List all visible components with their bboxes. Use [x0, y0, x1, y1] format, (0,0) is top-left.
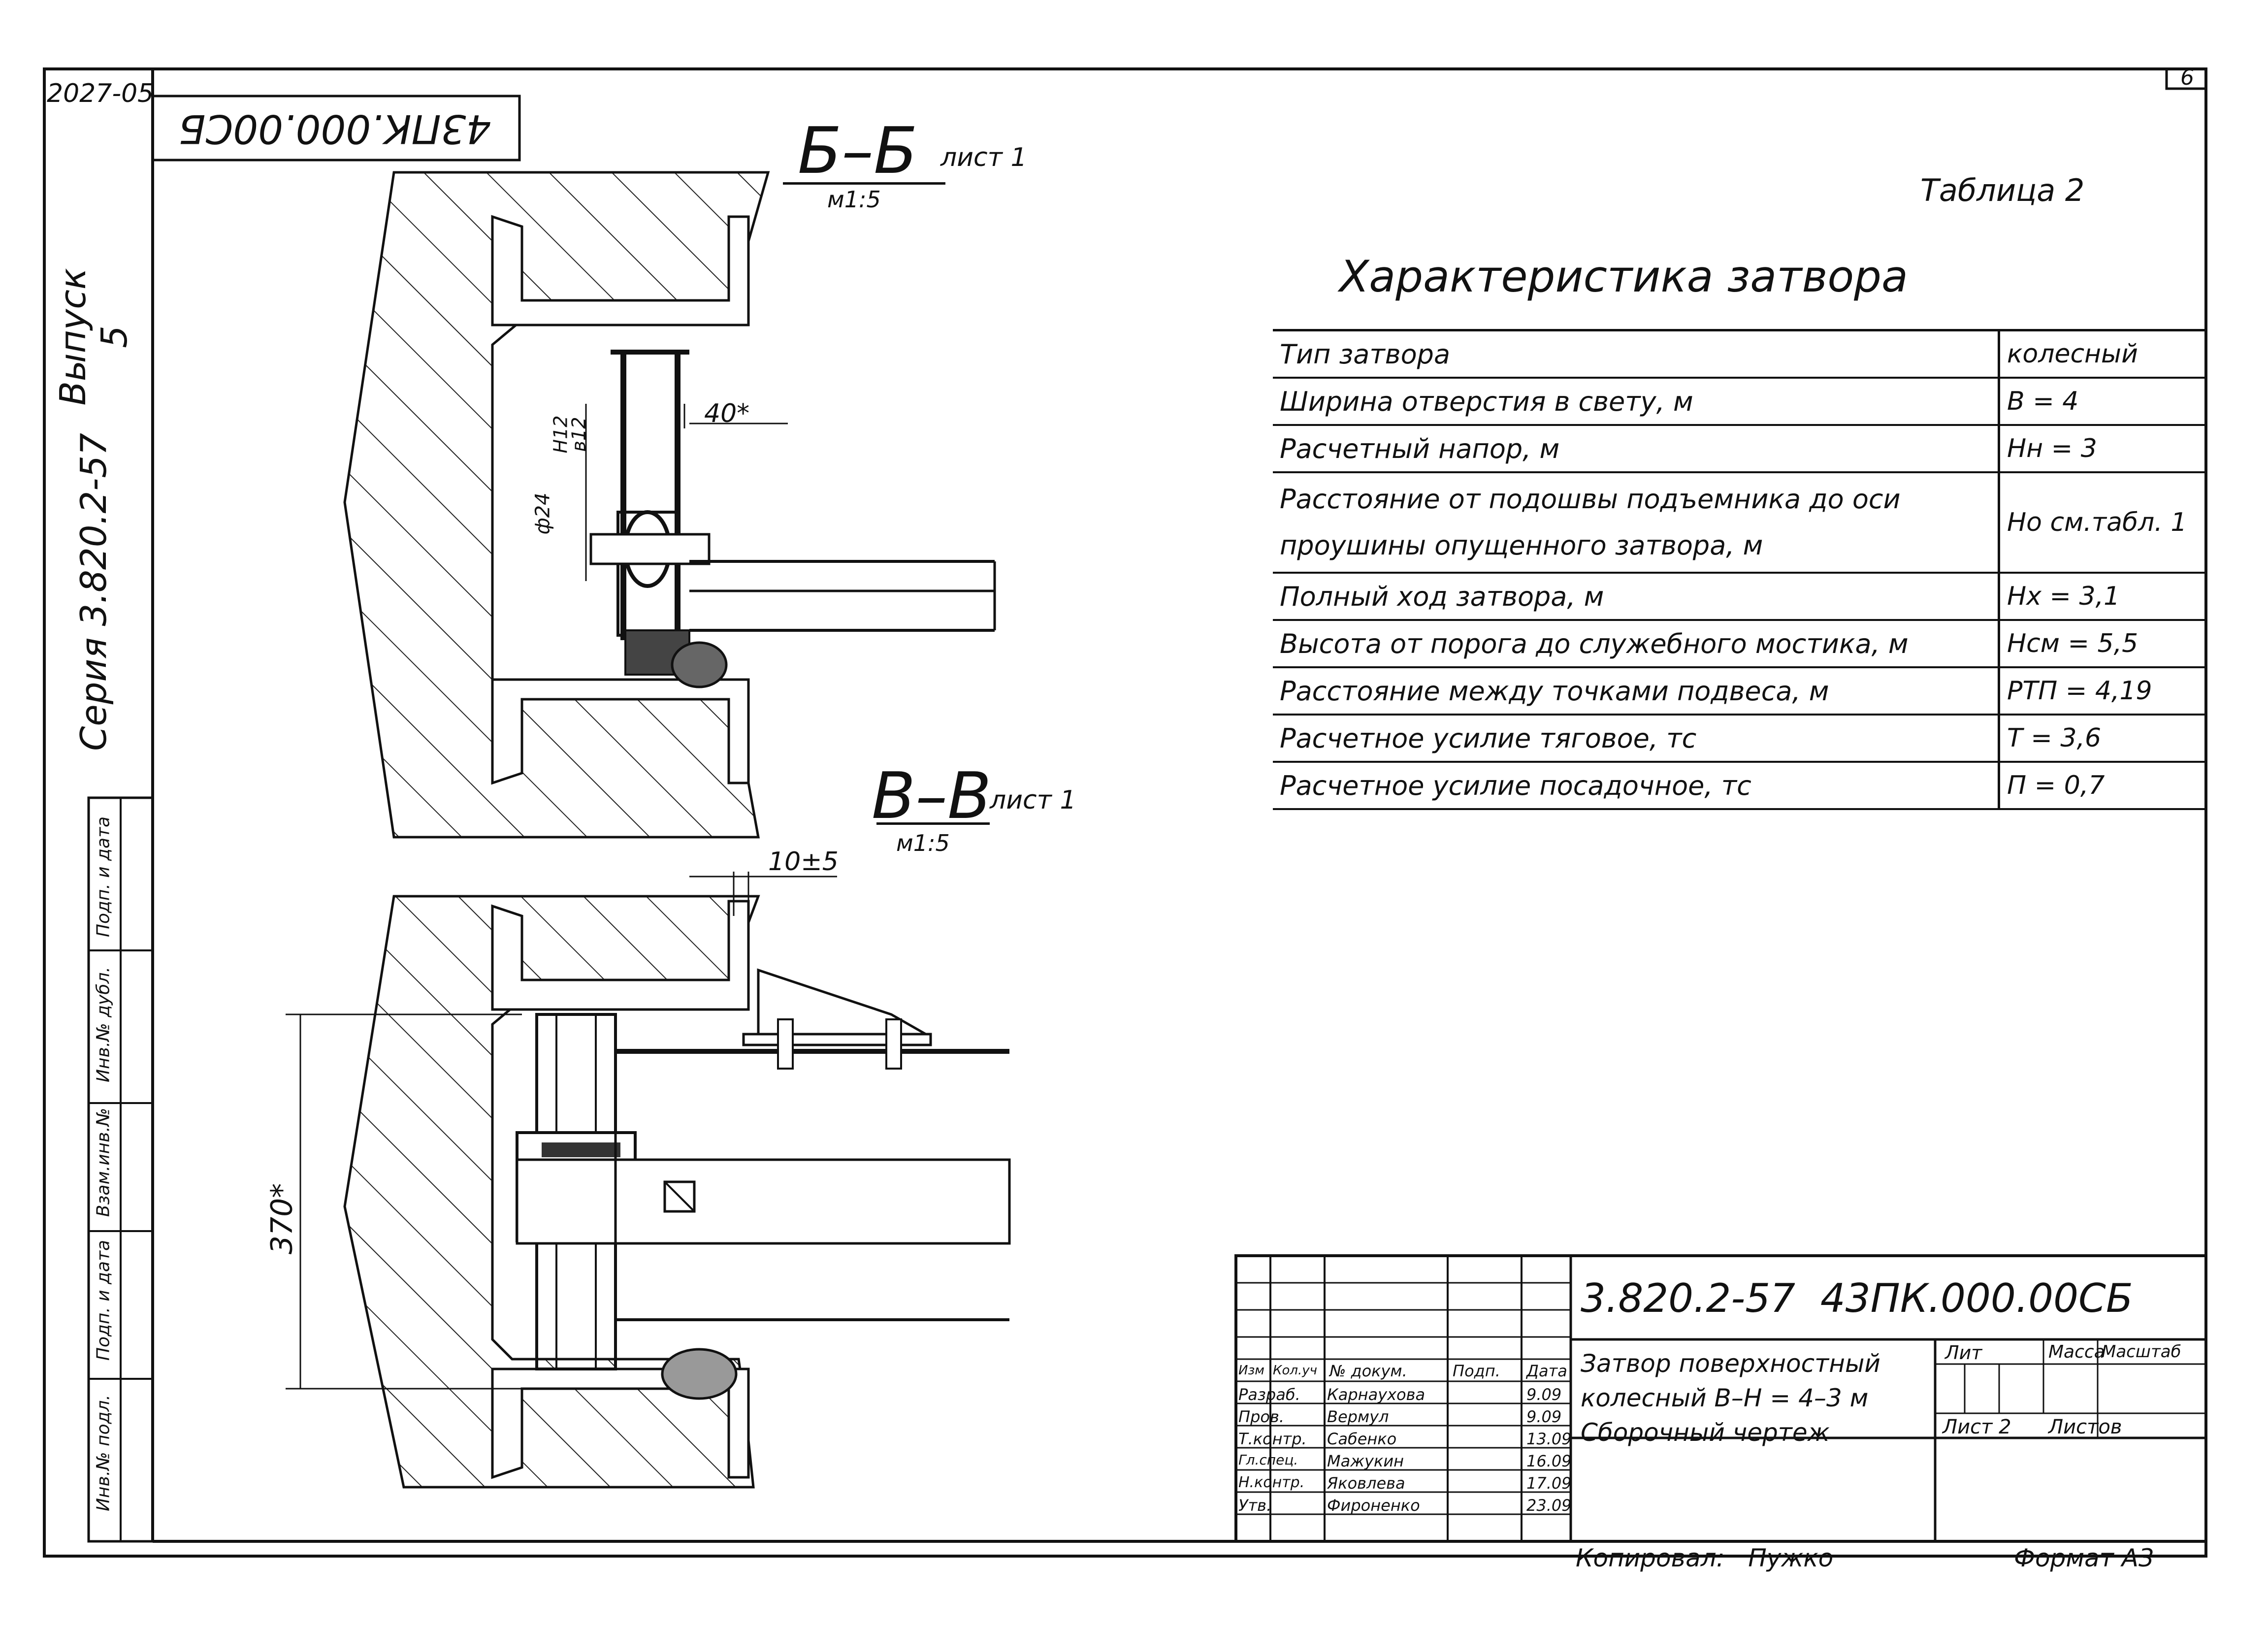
tb-role: Пров.: [1238, 1407, 1284, 1426]
section-bb-sheet-ref: лист 1: [940, 143, 1027, 172]
row-name: Высота от порога до служебного мостика, …: [1273, 620, 1999, 668]
tb-name: Мажукин: [1327, 1452, 1404, 1470]
dim-10pm5: 10±5: [768, 847, 839, 877]
outer-frame: [43, 67, 2207, 1558]
corner-code: 2027-05: [47, 79, 154, 108]
section-bb-scale: м1:5: [827, 186, 881, 213]
tb-role: Т.контр.: [1238, 1430, 1307, 1448]
row-name: Расчетный напор, м: [1273, 425, 1999, 473]
col-header-doc: № докум.: [1329, 1362, 1407, 1380]
row-name: Расчетное усилие тяговое, тс: [1273, 715, 1999, 763]
row-name: Расстояние между точками подвеса, м: [1273, 667, 1999, 716]
sheet-label: Лист 2: [1943, 1416, 2011, 1438]
section-bb-label: Б–Б: [798, 113, 918, 188]
mass-label: Масса: [2048, 1342, 2105, 1362]
row-name: Тип затвора: [1273, 329, 1999, 379]
row-value: Нсм = 5,5: [1998, 620, 2206, 668]
side-stamp-sign2: Подп. и дата: [93, 816, 114, 938]
row-value: Нх = 3,1: [1998, 573, 2206, 621]
tb-role: Разраб.: [1238, 1385, 1300, 1404]
col-header-date: Дата: [1526, 1362, 1567, 1380]
row-value: колесный: [1998, 329, 2206, 379]
tb-name: Вермул: [1327, 1407, 1389, 1426]
doc-code: 3.820.2-57 43ПК.000.00СБ: [1581, 1275, 2133, 1321]
dim-40: 40*: [704, 399, 750, 428]
tb-date: 9.09: [1526, 1407, 1562, 1426]
section-vv-underline: [876, 822, 990, 825]
tb-date: 13.09: [1526, 1430, 1572, 1448]
sheets-label: Листов: [2048, 1416, 2122, 1438]
tb-role: Гл.спец.: [1238, 1452, 1298, 1468]
table-row: Ширина отверстия в свету, м В = 4: [1273, 378, 2206, 426]
section-vv-scale: м1:5: [896, 830, 950, 856]
format-label: Формат А3: [2014, 1544, 2154, 1572]
sheet-number: 6: [2180, 65, 2194, 90]
tb-date: 16.09: [1526, 1452, 1572, 1470]
tb-role: Утв.: [1238, 1496, 1272, 1515]
doc-title-line3: Сборочный чертеж: [1581, 1418, 1830, 1447]
table-row: Полный ход затвора, м Нх = 3,1: [1273, 573, 2206, 621]
row-value: Но см.табл. 1: [1998, 472, 2206, 574]
lit-label: Лит: [1945, 1342, 1982, 1364]
section-bb-drawing: [343, 171, 996, 839]
col-header-kol: Кол.уч: [1273, 1363, 1317, 1378]
table-row: Расчетное усилие тяговое, тс Т = 3,6: [1273, 715, 2206, 763]
row-value: Т = 3,6: [1998, 715, 2206, 763]
stamp-code: 43ПК.000.00СБ: [178, 106, 491, 152]
section-vv-label: В–В: [872, 758, 992, 833]
tb-name: Фироненко: [1327, 1496, 1420, 1515]
tb-date: 23.09: [1526, 1496, 1572, 1515]
table-row: Расстояние между точками подвеса, м РТП …: [1273, 667, 2206, 716]
table-caption: Таблица 2: [1920, 172, 2085, 208]
section-vv-drawing: [286, 872, 1011, 1489]
sheet-number-box: [2165, 67, 2207, 90]
side-stamp-sign1: Подп. и дата: [93, 1239, 114, 1361]
tb-date: 17.09: [1526, 1474, 1572, 1493]
dim-370: 370*: [264, 1183, 299, 1255]
row-name: Ширина отверстия в свету, м: [1273, 378, 1999, 426]
table-row: Высота от порога до служебного мостика, …: [1273, 620, 2206, 668]
tb-name: Карнаухова: [1327, 1385, 1426, 1404]
side-series-label: Серия 3.820.2-57: [73, 433, 114, 751]
row-value: Нн = 3: [1998, 425, 2206, 473]
tb-date: 9.09: [1526, 1385, 1562, 1404]
dim-v12: в12: [568, 417, 590, 452]
dim-phi24: ф24: [531, 492, 554, 535]
section-bb-underline: [783, 182, 945, 185]
characteristics-table: Тип затвора колесный Ширина отверстия в …: [1273, 329, 2206, 810]
col-header-izm: Изм: [1238, 1363, 1264, 1378]
row-name: Расчетное усилие посадочное, тс: [1273, 762, 1999, 810]
doc-title-line2: колесный В–Н = 4–3 м: [1581, 1384, 1869, 1412]
row-value: В = 4: [1998, 378, 2206, 426]
col-header-sign: Подп.: [1453, 1362, 1500, 1380]
tb-role: Н.контр.: [1238, 1474, 1305, 1491]
side-stamp-inv: Инв.№ подл.: [93, 1395, 114, 1511]
side-issue-label: Выпуск 5: [52, 268, 135, 406]
section-vv-sheet-ref: лист 1: [990, 785, 1076, 815]
table-row: Расчетное усилие посадочное, тс П = 0,7: [1273, 762, 2206, 810]
side-stamp-replace: Взам.инв.№: [93, 1107, 114, 1217]
title-block-grid: [1234, 1254, 2207, 1543]
table-row: Расчетный напор, м Нн = 3: [1273, 425, 2206, 473]
tb-name: Сабенко: [1327, 1430, 1397, 1448]
row-name: Полный ход затвора, м: [1273, 573, 1999, 621]
row-value: РТП = 4,19: [1998, 667, 2206, 716]
table-row: Тип затвора колесный: [1273, 329, 2206, 379]
row-value: П = 0,7: [1998, 762, 2206, 810]
stamp-box: [151, 95, 521, 162]
table-title: Характеристика затвора: [1339, 251, 1908, 302]
doc-title-line1: Затвор поверхностный: [1581, 1349, 1880, 1378]
row-name: Расстояние от подошвы подъемника до оси …: [1273, 472, 1999, 574]
copied-by: Копировал: Пужко: [1576, 1544, 1834, 1572]
scale-label: Масштаб: [2102, 1342, 2181, 1362]
table-row: Расстояние от подошвы подъемника до оси …: [1273, 472, 2206, 574]
tb-name: Яковлева: [1327, 1474, 1405, 1493]
side-stamp-dup: Инв.№ дубл.: [93, 967, 114, 1082]
